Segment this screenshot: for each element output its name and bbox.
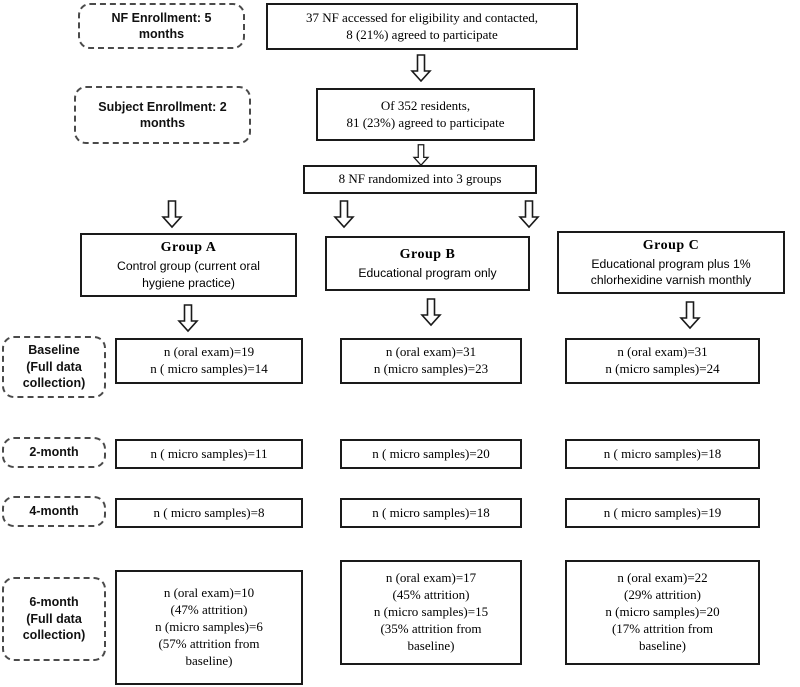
down-arrow-icon [410, 54, 432, 82]
group-c-description-line: chlorhexidine varnish monthly [590, 273, 752, 288]
group-c-description-line: Educational program plus 1% [591, 256, 751, 271]
cell-line: n ( micro samples)=11 [150, 445, 268, 461]
down-arrow-icon [177, 304, 199, 333]
node-line: 81 (23%) agreed to participate [346, 114, 505, 130]
cell-6month-group-a: n (oral exam)=10 (47% attrition) n (micr… [115, 570, 303, 685]
cell-line: n (micro samples)=15 [373, 604, 489, 620]
cell-6month-group-c: n (oral exam)=22 (29% attrition) n (micr… [565, 560, 760, 665]
cell-2month-group-a: n ( micro samples)=11 [115, 439, 303, 469]
stage-label-line: NF Enrollment: 5 [111, 10, 212, 25]
group-a-description-line: Control group (current oral [117, 259, 260, 274]
cell-line: n (micro samples)=23 [373, 361, 489, 376]
stage-label-line: collection) [22, 376, 86, 391]
cell-line: n (oral exam)=31 [385, 344, 477, 360]
node-resident-consent: Of 352 residents, 81 (23%) agreed to par… [316, 88, 535, 141]
stage-label-line: 4-month [29, 504, 79, 519]
cell-line: (47% attrition) [170, 602, 248, 618]
cell-line: (57% attrition from [158, 635, 260, 651]
cell-line: n ( micro samples)=18 [603, 445, 722, 461]
cell-line: baseline) [185, 652, 233, 668]
cell-line: n ( micro samples)=20 [372, 445, 490, 461]
stage-label-6-month: 6-month (Full data collection) [2, 577, 106, 661]
stage-label-subject-enrollment: Subject Enrollment: 2 months [74, 86, 251, 144]
cell-baseline-group-a: n (oral exam)=19 n ( micro samples)=14 [115, 338, 303, 384]
cell-line: n (micro samples)=6 [155, 619, 263, 635]
node-group-a: Group A Control group (current oral hygi… [80, 233, 297, 297]
stage-label-line: Subject Enrollment: 2 [98, 99, 227, 114]
stage-label-baseline: Baseline (Full data collection) [2, 336, 106, 398]
down-arrow-icon [161, 200, 183, 229]
group-a-description-line: hygiene practice) [142, 275, 235, 290]
cell-line: baseline) [639, 637, 686, 653]
cell-line: n ( micro samples)=8 [153, 504, 265, 520]
node-nf-screening: 37 NF accessed for eligibility and conta… [266, 3, 578, 50]
stage-label-4-month: 4-month [2, 496, 106, 527]
stage-label-line: collection) [22, 628, 86, 643]
cell-2month-group-c: n ( micro samples)=18 [565, 439, 760, 469]
cell-2month-group-b: n ( micro samples)=20 [340, 439, 522, 469]
stage-label-line: Baseline [28, 343, 80, 358]
stage-label-line: (Full data [26, 611, 82, 626]
stage-label-nf-enrollment: NF Enrollment: 5 months [78, 3, 245, 49]
cell-line: n (micro samples)=20 [605, 604, 720, 620]
group-a-heading: Group A [160, 240, 217, 256]
down-arrow-icon [333, 200, 355, 229]
node-group-c: Group C Educational program plus 1% chlo… [557, 231, 785, 294]
down-arrow-icon [679, 301, 701, 330]
stage-label-2-month: 2-month [2, 437, 106, 468]
cell-line: baseline) [407, 637, 455, 653]
stage-label-line: months [138, 27, 185, 41]
cell-baseline-group-b: n (oral exam)=31 n (micro samples)=23 [340, 338, 522, 384]
cell-line: (29% attrition) [624, 587, 701, 603]
cell-line: n (oral exam)=10 [163, 585, 255, 601]
down-arrow-icon [412, 144, 430, 166]
cell-baseline-group-c: n (oral exam)=31 n (micro samples)=24 [565, 338, 760, 384]
stage-label-line: 6-month [29, 595, 79, 610]
stage-label-line: months [139, 116, 186, 130]
cell-line: (17% attrition from [611, 620, 714, 636]
cell-line: n ( micro samples)=19 [603, 504, 722, 520]
group-b-description-line: Educational program only [358, 265, 497, 280]
cell-4month-group-c: n ( micro samples)=19 [565, 498, 760, 528]
cell-4month-group-a: n ( micro samples)=8 [115, 498, 303, 528]
node-line: Of 352 residents, [380, 97, 471, 113]
down-arrow-icon [420, 298, 442, 327]
cell-line: n (micro samples)=24 [605, 361, 720, 376]
group-b-heading: Group B [399, 246, 456, 262]
node-randomization: 8 NF randomized into 3 groups [303, 165, 537, 194]
stage-label-line: (Full data [26, 359, 82, 374]
node-line: 8 (21%) agreed to participate [346, 26, 498, 42]
cell-line: n (oral exam)=19 [163, 344, 255, 360]
node-group-b: Group B Educational program only [325, 236, 530, 291]
cell-line: (35% attrition from [380, 620, 482, 636]
cell-line: n (oral exam)=17 [385, 570, 477, 586]
cell-4month-group-b: n ( micro samples)=18 [340, 498, 522, 528]
cell-6month-group-b: n (oral exam)=17 (45% attrition) n (micr… [340, 560, 522, 665]
group-c-heading: Group C [642, 237, 700, 253]
cell-line: (45% attrition) [392, 587, 470, 603]
node-line: 37 NF accessed for eligibility and conta… [305, 9, 539, 25]
down-arrow-icon [518, 200, 540, 229]
stage-label-line: 2-month [29, 445, 79, 460]
node-line: 8 NF randomized into 3 groups [338, 171, 502, 187]
cell-line: n ( micro samples)=18 [372, 504, 490, 520]
cell-line: n (oral exam)=31 [617, 344, 708, 360]
cell-line: n (oral exam)=22 [617, 570, 708, 586]
cell-line: n ( micro samples)=14 [150, 361, 268, 376]
